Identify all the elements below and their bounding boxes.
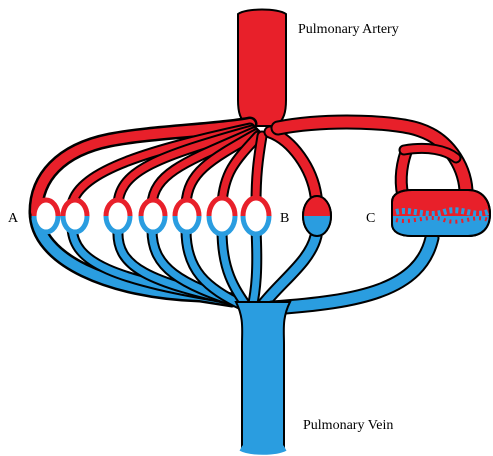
point-c-label: C [366, 211, 375, 226]
capillary-loop [243, 198, 269, 234]
capillary-loops-a [34, 198, 269, 234]
pulmonary-artery-label: Pulmonary Artery [298, 22, 399, 37]
point-a-label: A [8, 211, 19, 226]
pulmonary-vein-trunk [236, 302, 290, 450]
capillary-loop [106, 200, 130, 232]
capillary-loop [34, 200, 58, 232]
capillary-loop [175, 200, 199, 232]
point-b-label: B [280, 211, 289, 226]
capillary-loop [209, 198, 235, 234]
venous-network [36, 212, 432, 452]
capillary-bulb-b [303, 196, 331, 236]
pulmonary-artery-trunk [238, 10, 286, 127]
capillary-chamber-c [392, 190, 490, 236]
arterial-network [36, 10, 466, 213]
venous-branches [72, 228, 432, 308]
pulmonary-vein-label: Pulmonary Vein [303, 418, 393, 433]
capillary-loop [141, 200, 165, 232]
capillary-loop [63, 200, 87, 232]
